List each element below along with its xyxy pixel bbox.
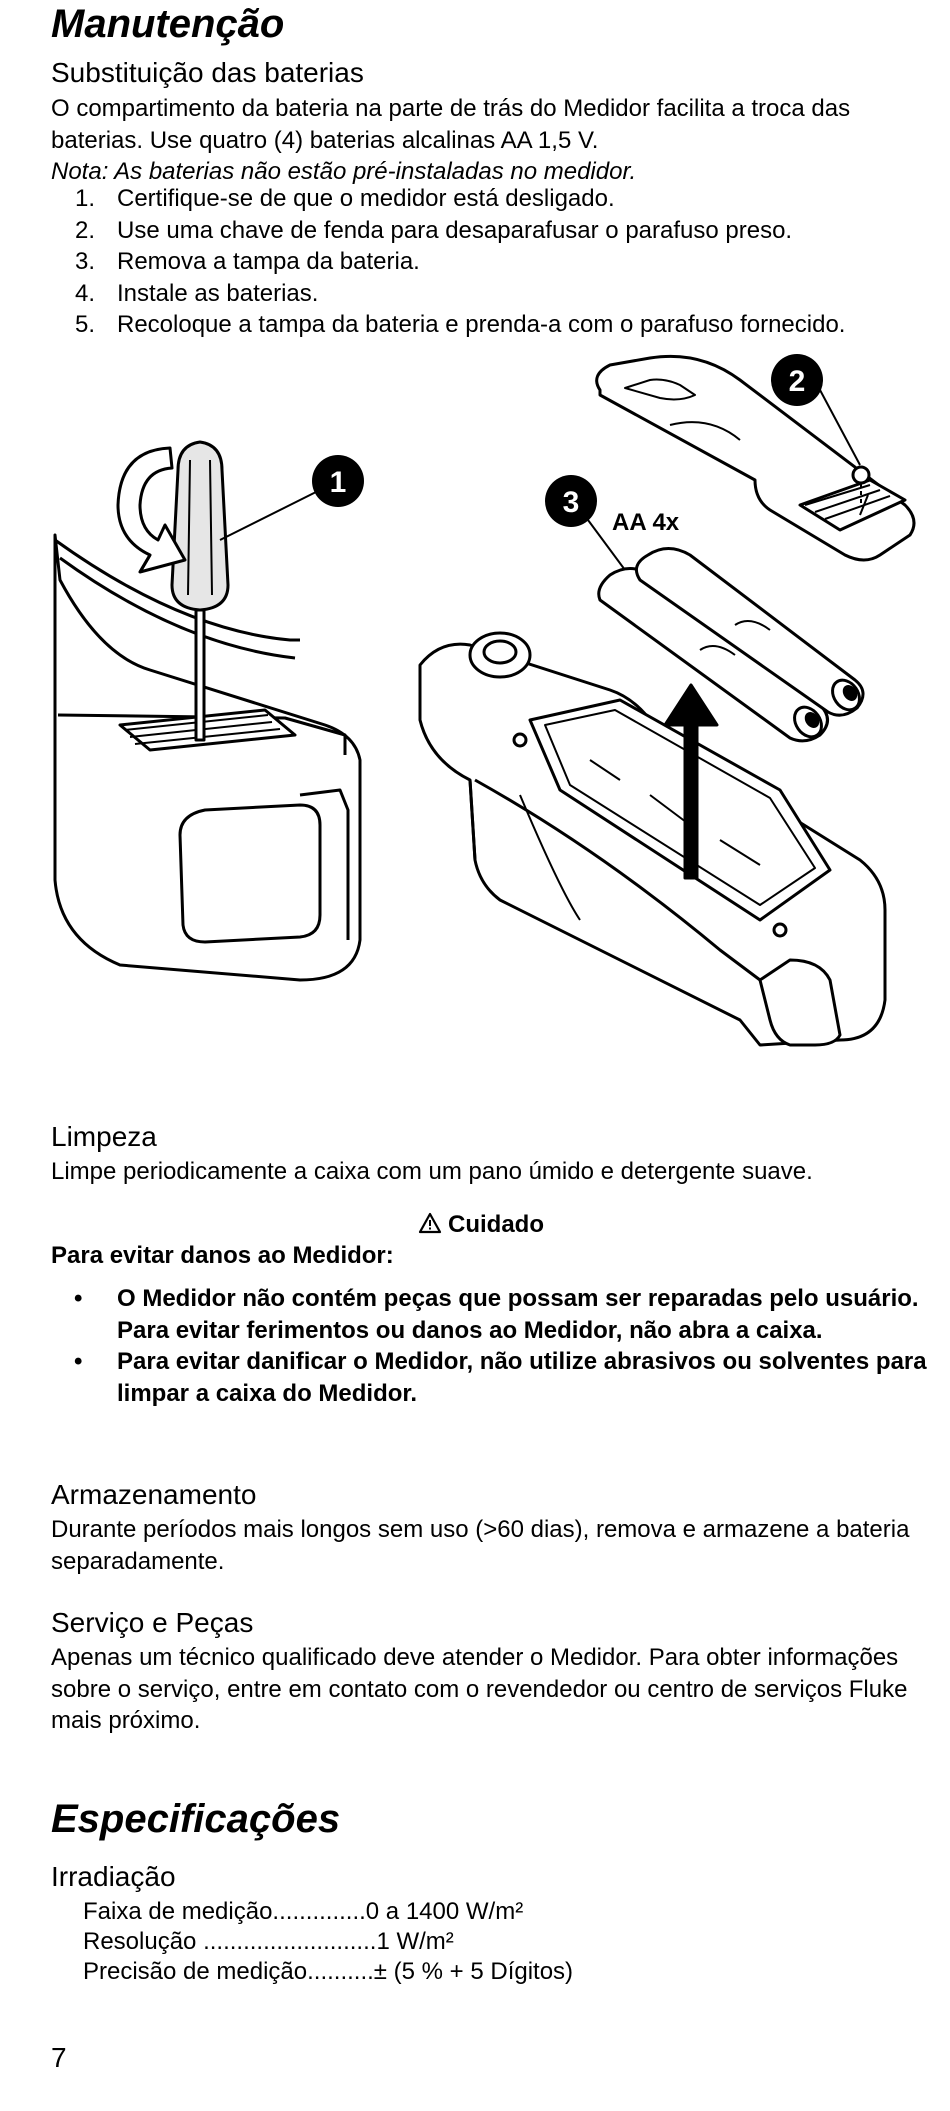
battery-replacement-illustration: 1 2 3 AA 4x	[53, 354, 916, 1047]
step-item: 3. Remova a tampa da bateria.	[51, 246, 845, 278]
step-text: Instale as baterias.	[117, 279, 319, 307]
storage-paragraph: Durante períodos mais longos sem uso (>6…	[51, 1516, 910, 1575]
battery-count-label: AA 4x	[612, 509, 680, 536]
step-number: 1.	[75, 185, 96, 212]
step-number: 5.	[75, 311, 96, 338]
meter-left-drawing	[53, 440, 362, 982]
callout-1-label: 1	[330, 466, 347, 499]
irradiation-spec-list: Faixa de medição..............0 a 1400 W…	[83, 1897, 573, 1987]
step-number: 2.	[75, 216, 96, 244]
battery-paragraph: O compartimento da bateria na parte de t…	[51, 95, 851, 154]
caution-item-text: Para evitar danificar o Medidor, não uti…	[117, 1348, 927, 1407]
bullet-icon: •	[74, 1348, 83, 1375]
spec-item: Precisão de medição..........± (5 % + 5 …	[83, 1958, 574, 1985]
callout-3: 3	[545, 475, 597, 527]
step-text: Recoloque a tampa da bateria e prenda-a …	[117, 311, 846, 338]
caution-text: Cuidado	[448, 1211, 544, 1238]
battery-steps-list: 1. Certifique-se de que o medidor está de…	[51, 183, 845, 341]
step-item: 1. Certifique-se de que o medidor está de…	[51, 183, 845, 215]
cleaning-paragraph: Limpe periodicamente a caixa com um pano…	[51, 1158, 813, 1185]
spec-item: Faixa de medição..............0 a 1400 W…	[83, 1898, 524, 1925]
callout-3-label: 3	[563, 486, 580, 519]
service-heading: Serviço e Peças	[51, 1607, 254, 1638]
meter-right-drawing	[418, 354, 916, 1047]
step-text: Use uma chave de fenda para desaparafusa…	[117, 216, 793, 244]
step-number: 4.	[75, 279, 96, 307]
warning-triangle-icon	[418, 1212, 442, 1234]
battery-note: Nota: As baterias não estão pré-instalad…	[51, 158, 637, 185]
caution-item-text: O Medidor não contém peças que possam se…	[117, 1285, 919, 1344]
spec-item: Resolução ..........................1 W/…	[83, 1928, 454, 1955]
page-number: 7	[51, 2042, 67, 2073]
irradiation-heading: Irradiação	[51, 1861, 176, 1892]
step-item: 5. Recoloque a tampa da bateria e prenda-…	[51, 309, 845, 341]
cleaning-heading: Limpeza	[51, 1121, 157, 1152]
callout-2: 2	[771, 354, 823, 406]
caution-lead: Para evitar danos ao Medidor:	[51, 1242, 394, 1269]
step-text: Remova a tampa da bateria.	[117, 248, 420, 275]
callout-2-label: 2	[789, 365, 806, 398]
maintenance-title: Manutenção	[51, 2, 285, 46]
callout-1: 1	[312, 455, 364, 507]
step-item: 4. Instale as baterias.	[51, 278, 845, 310]
storage-heading: Armazenamento	[51, 1479, 257, 1510]
specifications-title: Especificações	[51, 1797, 341, 1841]
caution-list: • O Medidor não contém peças que possam s…	[51, 1283, 931, 1409]
caution-label: Cuidado	[418, 1211, 544, 1239]
service-paragraph: Apenas um técnico qualificado deve atend…	[51, 1644, 908, 1734]
caution-item: • Para evitar danificar o Medidor, não ut…	[51, 1346, 931, 1409]
step-number: 3.	[75, 248, 96, 275]
caution-item: • O Medidor não contém peças que possam s…	[51, 1283, 931, 1346]
step-item: 2. Use uma chave de fenda para desaparafu…	[51, 215, 845, 247]
bullet-icon: •	[74, 1285, 83, 1312]
step-text: Certifique-se de que o medidor está desl…	[117, 185, 615, 212]
battery-heading: Substituição das baterias	[51, 57, 364, 88]
